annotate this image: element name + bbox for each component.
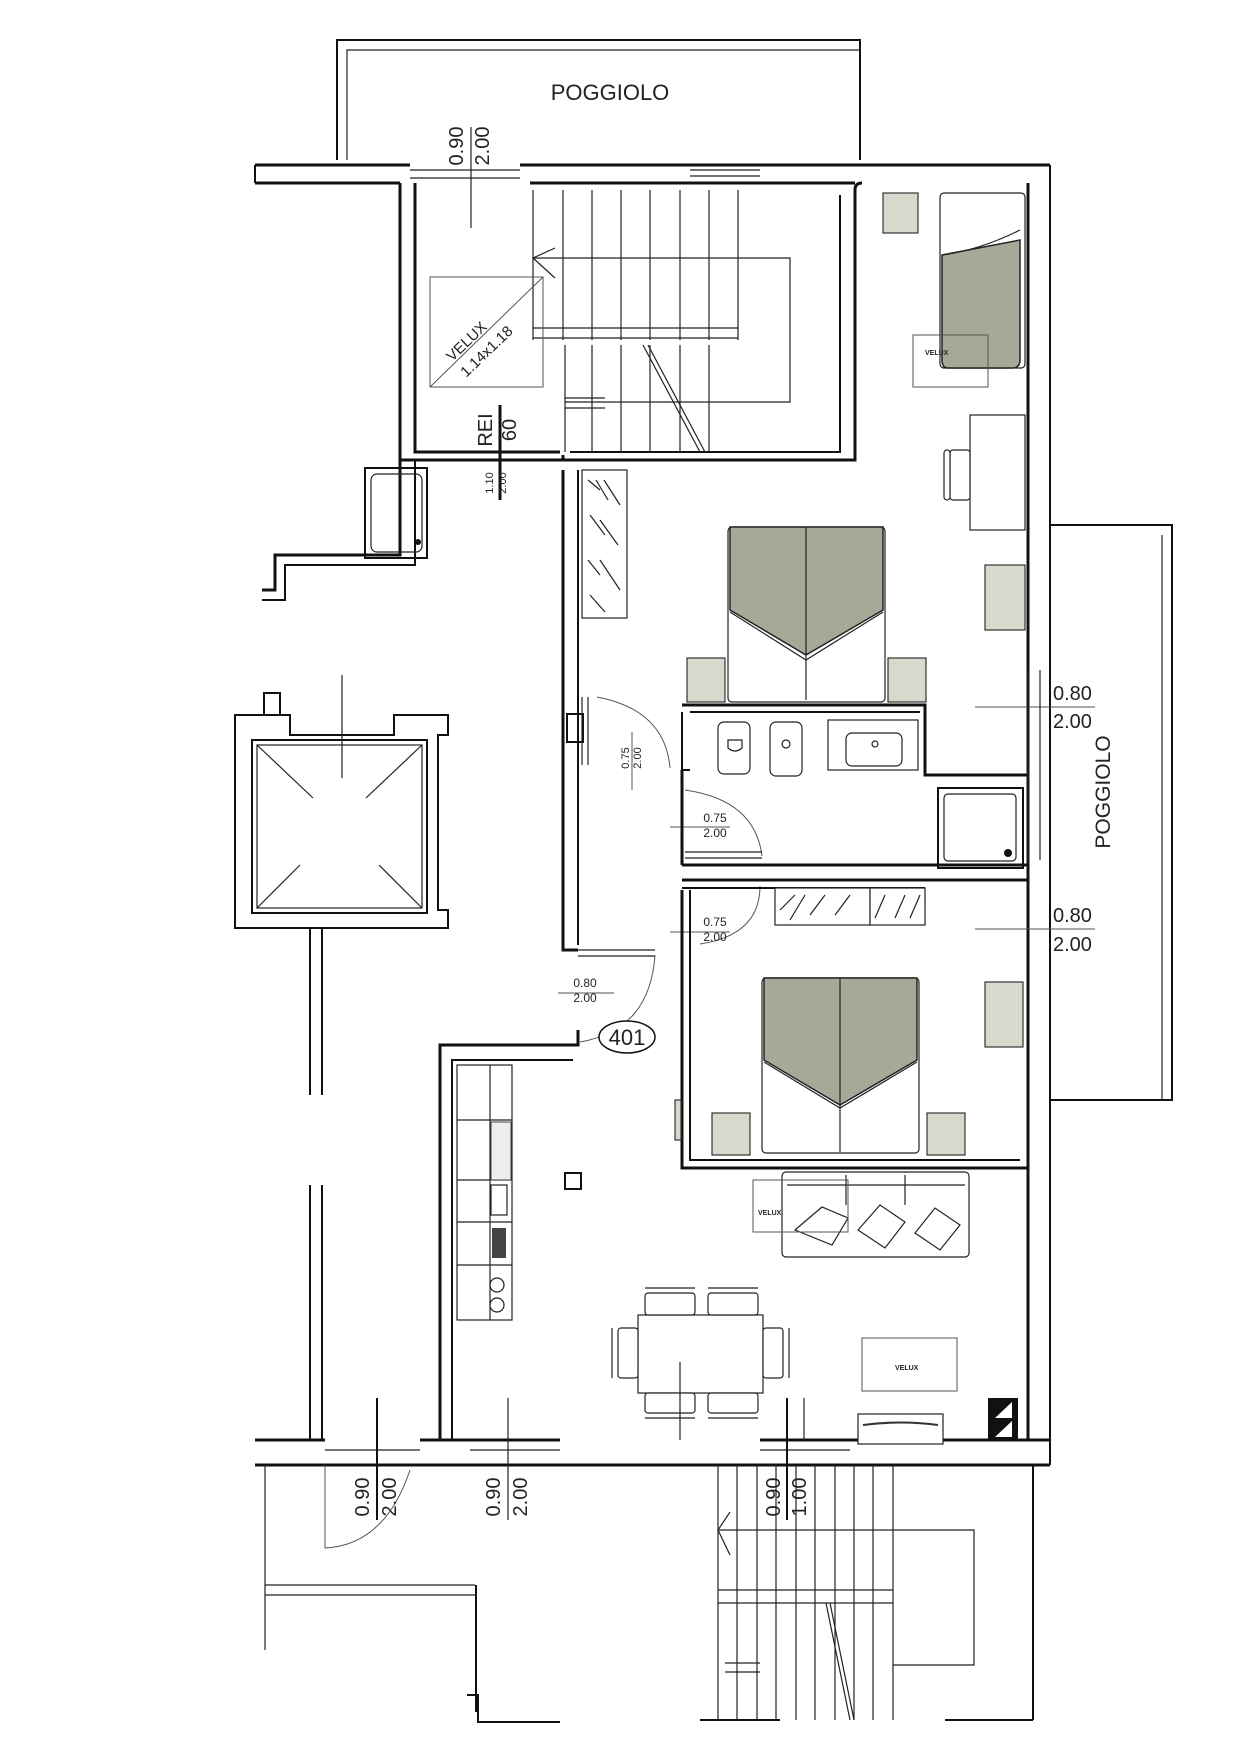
svg-text:0.80: 0.80 bbox=[1053, 905, 1092, 927]
svg-text:2.00: 2.00 bbox=[497, 472, 509, 493]
entry-hall: 0.75 2.00 0.75 2.00 0.75 2.00 0.80 2.00 … bbox=[558, 469, 763, 1054]
staircase-bottom bbox=[700, 1465, 1034, 1721]
bedroom-1: VELUX 0.80 2.00 bbox=[681, 192, 1095, 860]
svg-text:2.00: 2.00 bbox=[573, 991, 597, 1005]
svg-text:1.00: 1.00 bbox=[789, 1478, 811, 1517]
stair-velux-skylight: VELUX 1.14x1.18 bbox=[429, 276, 544, 388]
svg-text:0.75: 0.75 bbox=[703, 811, 727, 825]
svg-text:2.00: 2.00 bbox=[632, 747, 644, 768]
opening-top-balcony-door: 0.90 2.00 bbox=[446, 127, 494, 228]
svg-text:0.90: 0.90 bbox=[352, 1478, 374, 1517]
balcony-label-right: POGGIOLO bbox=[1092, 735, 1115, 848]
svg-text:2.00: 2.00 bbox=[1053, 711, 1092, 733]
svg-text:0.75: 0.75 bbox=[620, 747, 632, 768]
sofa bbox=[781, 1171, 970, 1258]
double-bed-1 bbox=[727, 526, 886, 703]
svg-text:0.80: 0.80 bbox=[1053, 683, 1092, 705]
fire-rating-label: REI 60 bbox=[475, 405, 521, 500]
svg-text:0.90: 0.90 bbox=[763, 1478, 785, 1517]
svg-text:VELUX: VELUX bbox=[895, 1365, 919, 1372]
svg-text:2.00: 2.00 bbox=[703, 930, 727, 944]
bathroom bbox=[680, 719, 1028, 869]
svg-text:401: 401 bbox=[609, 1025, 646, 1050]
right-balcony[interactable]: POGGIOLO bbox=[1050, 524, 1173, 1101]
svg-text:2.00: 2.00 bbox=[379, 1478, 401, 1517]
balcony-label-top: POGGIOLO bbox=[551, 80, 670, 105]
double-bed-2 bbox=[761, 977, 920, 1154]
living-room: VELUX VELUX bbox=[438, 1030, 1018, 1445]
elevator-shaft bbox=[234, 675, 449, 1095]
svg-text:REI: REI bbox=[475, 413, 497, 446]
opening-bottom-window: 0.90 1.00 bbox=[763, 1398, 811, 1520]
bottom-landing: 0.90 2.00 0.90 2.00 0.90 1.00 bbox=[264, 1398, 1034, 1723]
svg-text:60: 60 bbox=[499, 419, 521, 441]
svg-text:0.90: 0.90 bbox=[483, 1478, 505, 1517]
svg-text:0.90: 0.90 bbox=[446, 127, 468, 166]
svg-text:VELUX: VELUX bbox=[758, 1210, 782, 1217]
opening-stair-fire-door: 1.10 2.00 bbox=[484, 472, 509, 493]
svg-text:2.00: 2.00 bbox=[1053, 934, 1092, 956]
closet-strip bbox=[682, 878, 1028, 926]
svg-text:1.10: 1.10 bbox=[484, 472, 496, 493]
unit-number-badge: 401 bbox=[598, 1020, 656, 1054]
svg-text:2.00: 2.00 bbox=[472, 127, 494, 166]
top-balcony[interactable]: POGGIOLO bbox=[336, 39, 861, 160]
outer-walls bbox=[254, 163, 1051, 1467]
kitchen-counter bbox=[456, 1064, 513, 1321]
svg-text:VELUX: VELUX bbox=[925, 350, 949, 357]
left-common-area bbox=[234, 460, 449, 1440]
dining-table bbox=[611, 1287, 790, 1419]
svg-text:2.00: 2.00 bbox=[703, 826, 727, 840]
opening-bottom-left-door: 0.90 2.00 bbox=[352, 1398, 401, 1520]
svg-text:0.80: 0.80 bbox=[573, 976, 597, 990]
svg-text:2.00: 2.00 bbox=[510, 1478, 532, 1517]
svg-text:0.75: 0.75 bbox=[703, 915, 727, 929]
opening-living-door: 0.90 2.00 bbox=[483, 1398, 532, 1520]
bedroom-2: 0.80 2.00 bbox=[674, 890, 1095, 1170]
